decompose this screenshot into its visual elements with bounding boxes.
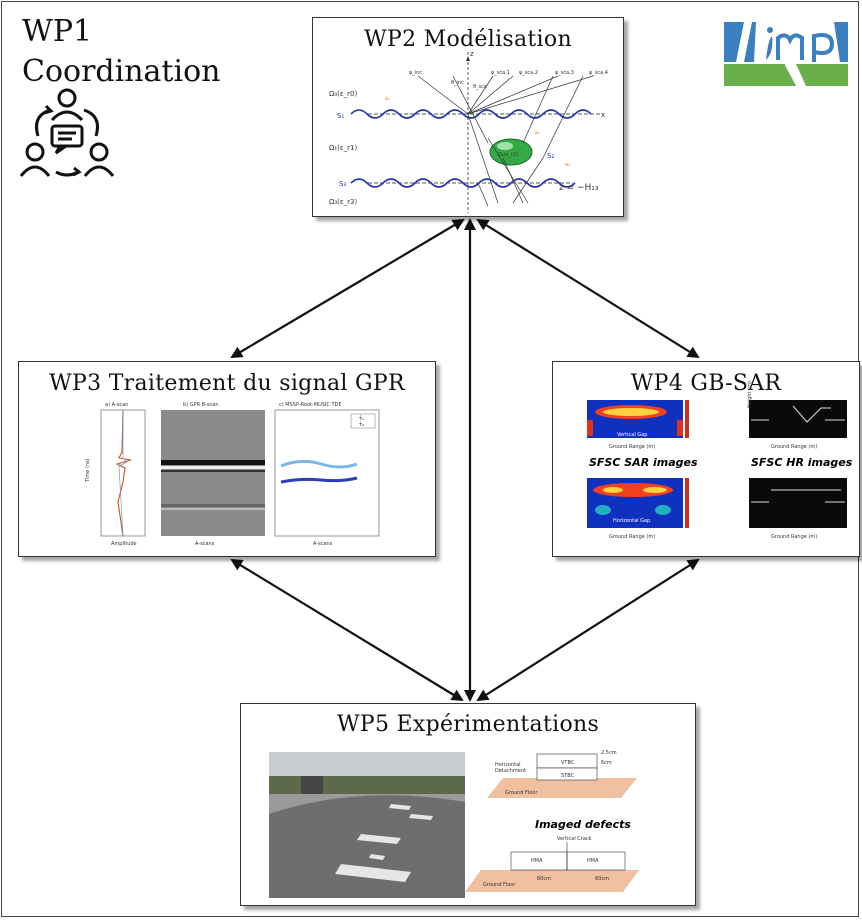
sar-xlabel-2: Ground Range (m) [609,534,655,540]
width-60-label-2: 60cm [595,876,609,882]
wp2-title: WP2 Modélisation [364,27,572,52]
s2-label: S₂ [547,152,554,160]
z-axis-label: z [470,50,474,58]
wp4-title: WP4 GB-SAR [630,371,782,396]
omega3-label: Ω₃(ε_r3) [329,198,358,206]
omega1-label: Ω₁(ε_r1) [329,144,358,152]
s1-label: S₁ [337,112,344,120]
vtbc-label: VTBC [561,760,575,766]
imaged-defects-title: Imaged defects [535,818,631,831]
sar-gap-label: Vertical Gap [617,432,647,438]
psi-sca3-label: ψ_sca,3 [555,70,574,76]
ground-floor-label-1: Ground Floor [505,790,538,796]
caption-sfsc-sar: SFSC SAR images [589,456,698,469]
omega0-label: Ω₀(ε_r0) [329,90,358,98]
stbc-label: STBC [561,773,575,779]
wp4-sar-figure: Vertical Gap Ground Range (m) SFSC SAR i… [587,381,853,540]
a2-label: a₂ [535,130,540,136]
thickness-25-label: 2.5cm [601,750,617,756]
hr-ylabel-1: Height (m) [747,381,753,408]
hr-xlabel-2: Ground Range (m) [771,534,817,540]
hma2-label: HMA [587,858,599,864]
detachment-label: Detachment [495,768,526,774]
arrow-wp4-wp5 [476,558,700,702]
crack-diagram: Vertical Crack HMA HMA Ground Floor 60cm… [465,836,639,892]
tde-xlabel: A-scans [313,541,333,547]
hr-xlabel-1: Ground Range (m) [771,444,817,450]
psi-sca1-label: ψ_sca,1 [491,70,510,76]
wp3-title: WP3 Traitement du signal GPR [49,371,405,396]
horizontal-label: Horizontal [495,762,521,768]
ascan-xlabel: Amplitude [111,541,137,547]
team-discussion-icon [19,88,115,177]
thickness-6-label: 6cm [601,760,612,766]
wp3-ylabel: Time (ns) [85,458,91,483]
theta-sca-label: θ_sca [473,84,487,90]
psi-sca2-label: ψ_sca,2 [519,70,538,76]
psi-sca4-label: ψ_sca,4 [589,70,608,76]
arrow-wp3-wp5 [230,558,464,702]
width-60-label-1: 60cm [537,876,551,882]
ground-floor-label-2: Ground Floor [483,882,516,888]
wp1-subtitle: Coordination [22,54,221,89]
x-axis-label: x [601,111,605,119]
test-track-photo [269,752,465,898]
s3-label: S₃ [339,180,346,188]
a3-label: a₃ [565,162,570,168]
omega2-label: Ω₂(ε_r2) [498,152,518,158]
arrow-wp2-wp4 [476,218,700,359]
depth-label: z = −H₁₃ [559,183,599,193]
tde-panel-title: c) MSSP-Root-MUSIC TDE [279,402,342,408]
wp1-label: WP1 Coordination [22,12,220,92]
wp1-title: WP1 [22,14,93,49]
ascan-panel-title: a) A-scan [105,402,128,408]
wp2-box: WP2 Modélisation Ω₀(ε_r0) Ω₁(ε_r1) Ω₃(ε_… [312,17,624,217]
arrow-wp2-wp3 [230,218,465,359]
legend-tau1: τ̂₁ [359,416,364,422]
vertical-crack-label: Vertical Crack [557,836,592,842]
psi-inc-label: ψ_inc [409,70,422,76]
wp4-box: WP4 GB-SAR Vertical Gap Ground Range (m)… [552,361,860,557]
theta-inc-label: θ_inc [451,80,464,86]
wp3-box: WP3 Traitement du signal GPR a) A-scan b… [18,361,436,557]
sar-xlabel-1: Ground Range (m) [609,444,655,450]
sar-gap-label-2: Horizontal Gap [613,518,650,524]
imp-logo-road-icon [722,20,850,88]
a1-label: a₁ [385,96,390,102]
wp5-box: WP5 Expérimentations VTBC STBC Horizonta… [240,703,696,906]
legend-tau2: τ̂₂ [359,422,364,428]
bscan-panel-title: b) GPR B-scan [183,402,219,408]
wp5-experiment-figure: VTBC STBC Horizontal Detachment Ground F… [269,750,639,898]
wp5-title: WP5 Expérimentations [336,712,600,737]
bscan-xlabel: A-scans [195,541,215,547]
wp2-model-figure: Ω₀(ε_r0) Ω₁(ε_r1) Ω₃(ε_r3) Ω₂(ε_r2) S₁ S… [329,50,608,213]
hma1-label: HMA [531,858,543,864]
detachment-diagram: VTBC STBC Horizontal Detachment Ground F… [487,750,637,798]
caption-sfsc-hr: SFSC HR images [751,456,853,469]
wp3-gpr-figure: a) A-scan b) GPR B-scan c) MSSP-Root-MUS… [85,402,380,547]
